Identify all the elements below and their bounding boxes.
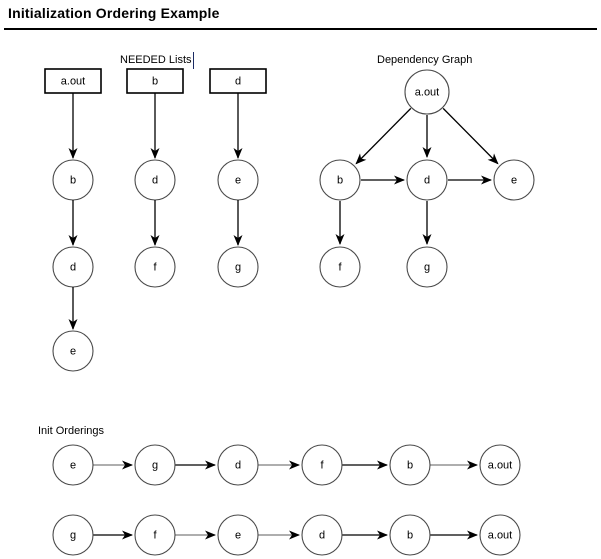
init-node-1-5-circle — [479, 514, 521, 556]
init-node-1-2[interactable]: e — [217, 514, 259, 556]
dep-node-e-label: e — [511, 175, 517, 187]
init-node-0-4-label: b — [407, 460, 413, 472]
dep-node-d[interactable]: d — [406, 159, 448, 201]
dep-node-a-out[interactable]: a.out — [404, 69, 450, 115]
needed-node-0-0[interactable]: b — [52, 159, 94, 201]
needed-node-0-2-circle — [52, 330, 94, 372]
init-node-1-2-label: e — [235, 530, 241, 542]
dep-node-f-circle — [319, 246, 361, 288]
dep-node-d-label: d — [424, 175, 430, 187]
init-node-0-4-circle — [389, 444, 431, 486]
init-node-1-5-label: a.out — [488, 530, 512, 542]
init-orderings-group: e g d f b a.out g f e d b a.out — [52, 444, 521, 556]
init-node-1-4-circle — [389, 514, 431, 556]
dep-edge-a.out-to-b — [355, 107, 412, 165]
needed-node-2-0[interactable]: e — [217, 159, 259, 201]
init-node-0-0-circle — [52, 444, 94, 486]
init-node-1-5[interactable]: a.out — [479, 514, 521, 556]
needed-header-1-box — [126, 68, 184, 94]
needed-node-1-1-label: f — [153, 262, 157, 274]
init-node-1-3[interactable]: d — [301, 514, 343, 556]
init-node-1-1[interactable]: f — [134, 514, 176, 556]
dep-node-b-label: b — [337, 175, 343, 187]
needed-node-2-1[interactable]: g — [217, 246, 259, 288]
dep-node-b-circle — [319, 159, 361, 201]
init-orderings-label: Init Orderings — [38, 425, 105, 437]
needed-node-2-1-circle — [217, 246, 259, 288]
needed-header-2-box — [209, 68, 267, 94]
init-node-0-5-circle — [479, 444, 521, 486]
init-node-0-4[interactable]: b — [389, 444, 431, 486]
init-node-1-3-label: d — [319, 530, 325, 542]
dependency-graph-label: Dependency Graph — [377, 54, 473, 66]
dep-node-g-circle — [406, 246, 448, 288]
dep-edge-a.out-to-e — [442, 107, 499, 165]
needed-node-2-0-label: e — [235, 175, 241, 187]
needed-header-2-label: d — [235, 76, 241, 88]
dep-node-f[interactable]: f — [319, 246, 361, 288]
init-node-1-3-circle — [301, 514, 343, 556]
init-node-1-2-circle — [217, 514, 259, 556]
needed-header-0[interactable]: a.out — [44, 68, 102, 94]
init-node-1-1-circle — [134, 514, 176, 556]
init-node-0-3-label: f — [320, 460, 324, 472]
init-node-0-5[interactable]: a.out — [479, 444, 521, 486]
init-node-0-2-label: d — [235, 460, 241, 472]
needed-header-1-label: b — [152, 76, 158, 88]
dep-node-a-out-circle — [404, 69, 450, 115]
init-node-0-3-circle — [301, 444, 343, 486]
title-divider — [4, 28, 597, 30]
needed-node-0-0-label: b — [70, 175, 76, 187]
dep-node-a-out-label: a.out — [415, 87, 439, 99]
dep-node-g-label: g — [424, 262, 430, 274]
needed-node-0-1[interactable]: d — [52, 246, 94, 288]
needed-lists-label: NEEDED Lists — [120, 54, 192, 66]
init-node-1-0[interactable]: g — [52, 514, 94, 556]
page-title: Initialization Ordering Example — [8, 5, 220, 21]
needed-header-1[interactable]: b — [126, 68, 184, 94]
needed-header-2[interactable]: d — [209, 68, 267, 94]
dep-node-d-circle — [406, 159, 448, 201]
init-node-1-1-label: f — [153, 530, 157, 542]
needed-lists-group: a.out b d e b d f d e g — [44, 68, 267, 372]
needed-node-1-1[interactable]: f — [134, 246, 176, 288]
init-node-0-2[interactable]: d — [217, 444, 259, 486]
init-node-1-0-circle — [52, 514, 94, 556]
needed-node-0-1-label: d — [70, 262, 76, 274]
needed-node-0-2[interactable]: e — [52, 330, 94, 372]
needed-node-1-0-label: d — [152, 175, 158, 187]
needed-header-0-box — [44, 68, 102, 94]
init-node-0-3[interactable]: f — [301, 444, 343, 486]
init-node-0-0-label: e — [70, 460, 76, 472]
init-node-1-4-label: b — [407, 530, 413, 542]
init-node-0-2-circle — [217, 444, 259, 486]
dep-node-g[interactable]: g — [406, 246, 448, 288]
dep-node-e-circle — [493, 159, 535, 201]
init-node-1-4[interactable]: b — [389, 514, 431, 556]
dep-node-b[interactable]: b — [319, 159, 361, 201]
init-node-0-0[interactable]: e — [52, 444, 94, 486]
dep-node-e[interactable]: e — [493, 159, 535, 201]
needed-node-2-1-label: g — [235, 262, 241, 274]
needed-header-0-label: a.out — [61, 76, 85, 88]
init-node-0-1[interactable]: g — [134, 444, 176, 486]
init-node-1-0-label: g — [70, 530, 76, 542]
needed-node-0-2-label: e — [70, 346, 76, 358]
init-node-0-1-circle — [134, 444, 176, 486]
init-node-0-5-label: a.out — [488, 460, 512, 472]
needed-node-1-0[interactable]: d — [134, 159, 176, 201]
dependency-graph-group: a.out b d e f g — [319, 69, 535, 288]
text-caret-artifact — [193, 52, 194, 69]
dep-node-f-label: f — [338, 262, 342, 274]
init-node-0-1-label: g — [152, 460, 158, 472]
needed-node-1-1-circle — [134, 246, 176, 288]
